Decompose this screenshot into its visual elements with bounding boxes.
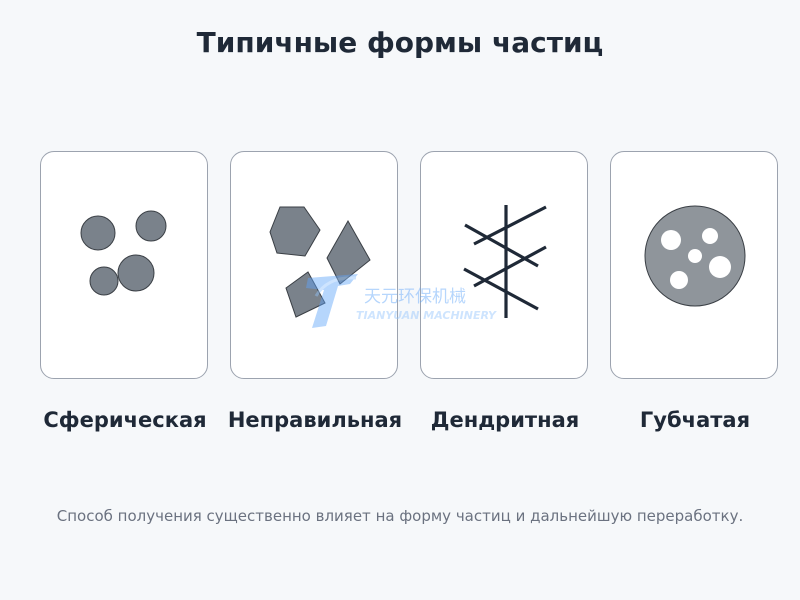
watermark-text-cn: 天元环保机械 xyxy=(364,287,466,307)
sponge-pore xyxy=(670,271,688,289)
label-spongy: Губчатая xyxy=(639,408,751,432)
sponge-pore xyxy=(688,249,702,263)
spherical-particles-illustration xyxy=(80,210,167,296)
watermark-text-en: TIANYUAN MACHINERY xyxy=(356,309,496,322)
card-spherical xyxy=(40,151,208,379)
watermark-logo-icon xyxy=(306,274,358,328)
card-spongy xyxy=(610,151,778,379)
irregular-particle xyxy=(285,271,326,318)
sphere-particle xyxy=(80,215,116,251)
dendrite-branch xyxy=(463,267,539,311)
label-dendritic: Дендритная xyxy=(430,408,580,432)
irregular-particle xyxy=(326,219,371,285)
dendrite-branch xyxy=(473,205,547,246)
sponge-pore xyxy=(661,230,681,250)
dendrite-branch xyxy=(473,245,547,288)
sphere-particle xyxy=(117,254,155,292)
dendritic-particle-illustration xyxy=(463,205,547,318)
irregular-particle xyxy=(269,206,321,257)
watermark: 天元环保机械 TIANYUAN MACHINERY xyxy=(298,266,508,336)
spongy-particle-illustration xyxy=(644,205,746,307)
sponge-pore xyxy=(709,256,731,278)
page-title: Типичные формы частиц xyxy=(196,26,604,59)
card-dendritic xyxy=(420,151,588,379)
label-irregular: Неправильная xyxy=(227,408,403,432)
label-spherical: Сферическая xyxy=(43,408,207,432)
card-irregular xyxy=(230,151,398,379)
sponge-pore xyxy=(702,228,718,244)
sphere-particle xyxy=(135,210,167,242)
caption: Способ получения существенно влияет на ф… xyxy=(56,507,744,525)
irregular-particles-illustration xyxy=(269,206,371,318)
sphere-particle xyxy=(89,266,119,296)
